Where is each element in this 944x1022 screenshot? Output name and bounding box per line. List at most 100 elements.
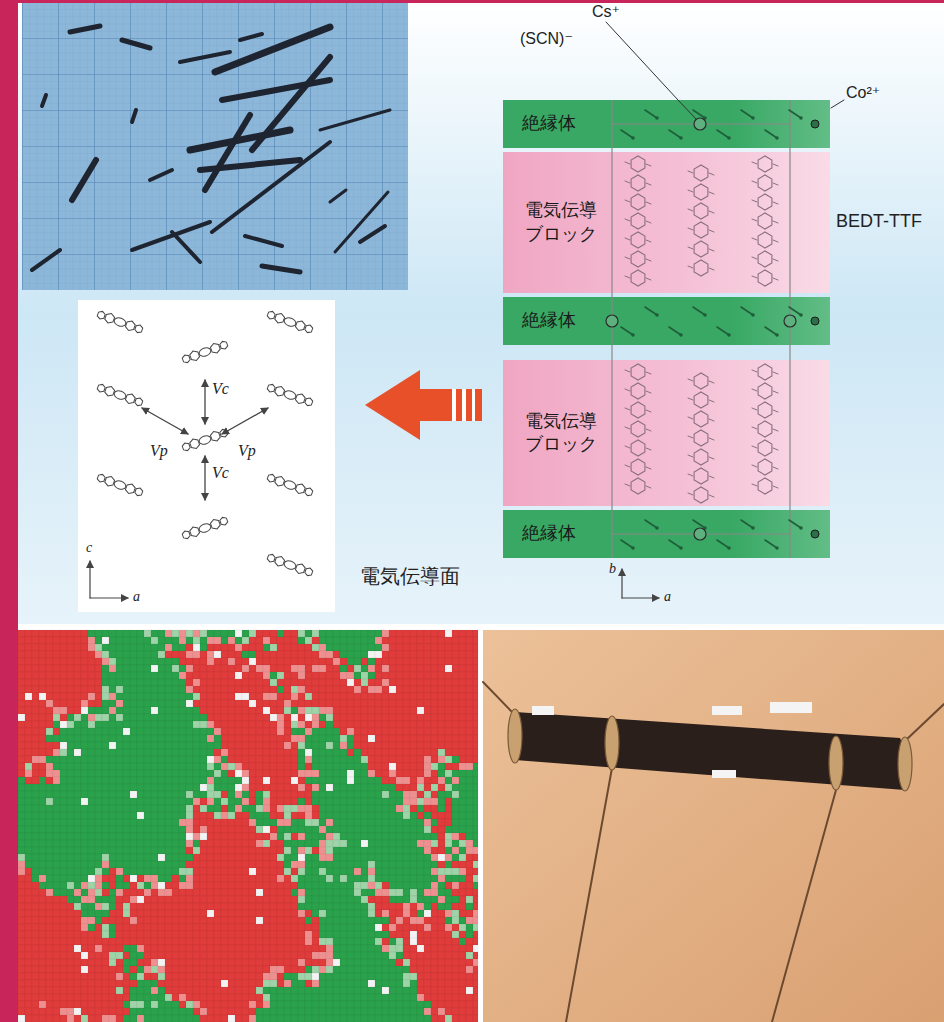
domain-map-cell: [53, 679, 60, 686]
domain-map-cell: [32, 798, 39, 805]
domain-map-cell: [382, 763, 389, 770]
domain-map-cell: [123, 728, 130, 735]
domain-map-cell: [305, 742, 312, 749]
domain-map-cell: [249, 756, 256, 763]
crystal-needle: [72, 160, 96, 200]
domain-map-cell: [389, 798, 396, 805]
domain-map-cell: [256, 735, 263, 742]
domain-map-cell: [319, 777, 326, 784]
domain-map-cell: [403, 812, 410, 819]
domain-map-cell: [207, 812, 214, 819]
domain-map-cell: [214, 721, 221, 728]
domain-map-cell: [25, 714, 32, 721]
domain-map-cell: [193, 637, 200, 644]
domain-map-cell: [179, 819, 186, 826]
domain-map-cell: [88, 728, 95, 735]
domain-map-cell: [123, 714, 130, 721]
domain-map-cell: [60, 693, 67, 700]
domain-map-cell: [116, 742, 123, 749]
domain-map-cell: [18, 693, 25, 700]
domain-map-cell: [410, 812, 417, 819]
domain-map-cell: [305, 777, 312, 784]
domain-map-cell: [25, 819, 32, 826]
domain-map-cell: [312, 700, 319, 707]
domain-map-cell: [312, 798, 319, 805]
domain-map-cell: [200, 742, 207, 749]
domain-map-cell: [347, 644, 354, 651]
domain-map-cell: [256, 651, 263, 658]
domain-map-cell: [312, 777, 319, 784]
domain-map-cell: [368, 812, 375, 819]
domain-map-cell: [74, 679, 81, 686]
domain-map-cell: [459, 665, 466, 672]
domain-map-cell: [403, 728, 410, 735]
molecule-ring: [125, 320, 137, 332]
domain-map-cell: [277, 637, 284, 644]
domain-map-cell: [361, 721, 368, 728]
domain-map-cell: [116, 651, 123, 658]
domain-map-cell: [312, 819, 319, 826]
domain-map-cell: [88, 679, 95, 686]
domain-map-cell: [172, 735, 179, 742]
domain-map-cell: [298, 672, 305, 679]
domain-map-cell: [284, 714, 291, 721]
domain-map-cell: [214, 644, 221, 651]
domain-map-cell: [186, 798, 193, 805]
domain-map-cell: [389, 735, 396, 742]
domain-map-cell: [284, 651, 291, 658]
side-bar: [0, 0, 18, 1022]
domain-map-cell: [39, 826, 46, 833]
domain-map-cell: [130, 637, 137, 644]
domain-map-cell: [193, 644, 200, 651]
domain-map-cell: [270, 700, 277, 707]
domain-map-cell: [340, 812, 347, 819]
domain-map-cell: [214, 714, 221, 721]
domain-map-cell: [396, 665, 403, 672]
domain-map-cell: [354, 763, 361, 770]
domain-map-cell: [263, 693, 270, 700]
domain-map-cell: [228, 693, 235, 700]
domain-map-cell: [39, 819, 46, 826]
domain-map-cell: [102, 812, 109, 819]
domain-map-cell: [186, 763, 193, 770]
domain-map-cell: [144, 791, 151, 798]
domain-map-cell: [375, 777, 382, 784]
domain-map-cell: [109, 749, 116, 756]
domain-map-cell: [228, 770, 235, 777]
domain-map-cell: [32, 665, 39, 672]
domain-map-cell: [228, 735, 235, 742]
domain-map-cell: [200, 784, 207, 791]
domain-map-cell: [67, 728, 74, 735]
domain-map-cell: [228, 700, 235, 707]
domain-map-cell: [25, 728, 32, 735]
domain-map-cell: [123, 651, 130, 658]
domain-map-cell: [88, 812, 95, 819]
molecule-ring: [267, 383, 276, 393]
domain-map-cell: [340, 672, 347, 679]
domain-map-cell: [88, 791, 95, 798]
domain-map-cell: [172, 679, 179, 686]
domain-map-cell: [403, 721, 410, 728]
domain-map-cell: [158, 756, 165, 763]
domain-map-cell: [284, 665, 291, 672]
domain-map-cell: [333, 672, 340, 679]
domain-map-cell: [284, 763, 291, 770]
domain-map-cell: [235, 644, 242, 651]
domain-map-cell: [319, 756, 326, 763]
domain-map-cell: [186, 700, 193, 707]
domain-map-cell: [431, 770, 438, 777]
domain-map-cell: [123, 812, 130, 819]
domain-map-cell: [207, 784, 214, 791]
domain-map-cell: [445, 756, 452, 763]
molecule-ring: [295, 393, 307, 405]
domain-map-cell: [263, 721, 270, 728]
domain-map-cell: [172, 693, 179, 700]
domain-map-cell: [466, 812, 473, 819]
domain-map-cell: [221, 805, 228, 812]
domain-map-cell: [403, 791, 410, 798]
domain-map-cell: [158, 763, 165, 770]
domain-map-cell: [319, 665, 326, 672]
domain-map-cell: [46, 693, 53, 700]
domain-map-cell: [116, 819, 123, 826]
domain-map-cell: [410, 770, 417, 777]
